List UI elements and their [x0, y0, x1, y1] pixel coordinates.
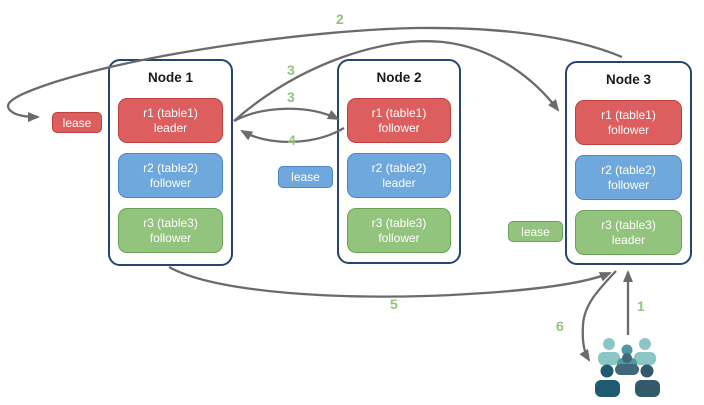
lease-badge-r3: lease — [508, 221, 563, 242]
replica-name: r2 (table2) — [143, 160, 198, 175]
replica-role: follower — [149, 230, 192, 245]
arrow-6-node3-to-users — [579, 270, 617, 362]
replica-name: r3 (table3) — [143, 215, 198, 230]
node-3-replica-r3: r3 (table3) leader — [575, 210, 682, 255]
step-label-3b: 3 — [287, 89, 295, 105]
replica-name: r1 (table1) — [601, 107, 656, 122]
users-icon — [595, 338, 660, 397]
lease-badge-r2: lease — [278, 166, 333, 188]
step-label-4: 4 — [288, 132, 296, 148]
node-1: Node 1 r1 (table1) leader r2 (table2) fo… — [108, 59, 233, 266]
node-2-replica-r3: r3 (table3) follower — [347, 208, 451, 253]
replica-role: leader — [611, 232, 646, 247]
replica-role: leader — [382, 175, 416, 190]
node-3-replica-r1: r1 (table1) follower — [575, 100, 682, 145]
replica-name: r1 (table1) — [143, 105, 198, 120]
replica-name: r2 (table2) — [371, 160, 427, 175]
replica-role: follower — [378, 120, 420, 135]
replica-role: leader — [153, 120, 188, 135]
step-label-1: 1 — [637, 298, 645, 314]
replica-role: follower — [378, 230, 420, 245]
node-2-title: Node 2 — [376, 70, 422, 85]
replica-name: r3 (table3) — [601, 217, 656, 232]
replica-name: r1 (table1) — [371, 105, 427, 120]
node-2: Node 2 r1 (table1) follower r2 (table2) … — [337, 59, 461, 264]
replica-role: follower — [149, 175, 192, 190]
node-1-title: Node 1 — [147, 70, 193, 85]
replica-role: follower — [607, 177, 650, 192]
step-label-2: 2 — [336, 11, 344, 27]
step-label-5: 5 — [390, 296, 398, 312]
node-1-replica-r2: r2 (table2) follower — [118, 153, 223, 198]
replica-name: r2 (table2) — [601, 162, 656, 177]
arrow-2-node3-to-lease1 — [6, 26, 623, 122]
node-1-replica-r3: r3 (table3) follower — [118, 208, 223, 253]
node-3-title: Node 3 — [605, 72, 651, 87]
step-label-6: 6 — [556, 318, 564, 334]
node-1-replica-r1: r1 (table1) leader — [118, 98, 223, 143]
node-2-replica-r2: r2 (table2) leader — [347, 153, 451, 198]
replica-role: follower — [607, 122, 650, 137]
lease-badge-r1: lease — [52, 112, 102, 133]
replica-name: r3 (table3) — [371, 215, 427, 230]
node-2-replica-r1: r1 (table1) follower — [347, 98, 451, 143]
node-3: Node 3 r1 (table1) follower r2 (table2) … — [565, 61, 692, 265]
arrow-5-node1-to-node3 — [168, 265, 612, 298]
arrow-3-leader-to-node2 — [233, 107, 340, 123]
step-label-3a: 3 — [287, 62, 295, 78]
node-3-replica-r2: r2 (table2) follower — [575, 155, 682, 200]
